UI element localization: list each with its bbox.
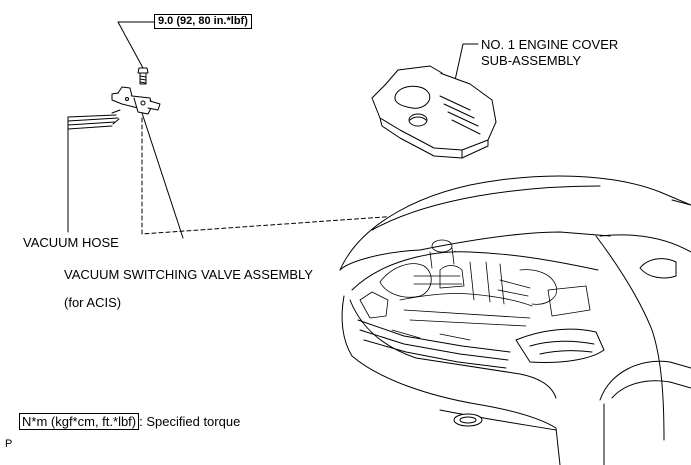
engine-cover-icon	[371, 65, 497, 159]
vsv-note: (for ACIS)	[64, 295, 122, 310]
torque-legend-text: : Specified torque	[139, 414, 241, 429]
leader-lines	[67, 21, 479, 239]
torque-callout: 9.0 (92, 80 in.*lbf)	[154, 14, 252, 29]
torque-legend: N*m (kgf*cm, ft.*lbf): Specified torque	[19, 413, 241, 430]
vsv-label: VACUUM SWITCHING VALVE ASSEMBLY	[64, 267, 313, 282]
engine-cover-label: NO. 1 ENGINE COVER	[481, 37, 619, 52]
engine-cover-label-line2: SUB-ASSEMBLY	[481, 53, 582, 68]
bolt-icon	[137, 67, 149, 85]
vacuum-hose-icon	[67, 109, 121, 130]
torque-legend-unit: N*m (kgf*cm, ft.*lbf)	[19, 413, 140, 430]
engine-bay-detail	[359, 239, 591, 341]
corner-mark: P	[5, 438, 13, 450]
vehicle-icon	[339, 175, 691, 465]
vacuum-hose-label: VACUUM HOSE	[23, 235, 119, 250]
vacuum-switching-valve-icon	[111, 86, 161, 115]
